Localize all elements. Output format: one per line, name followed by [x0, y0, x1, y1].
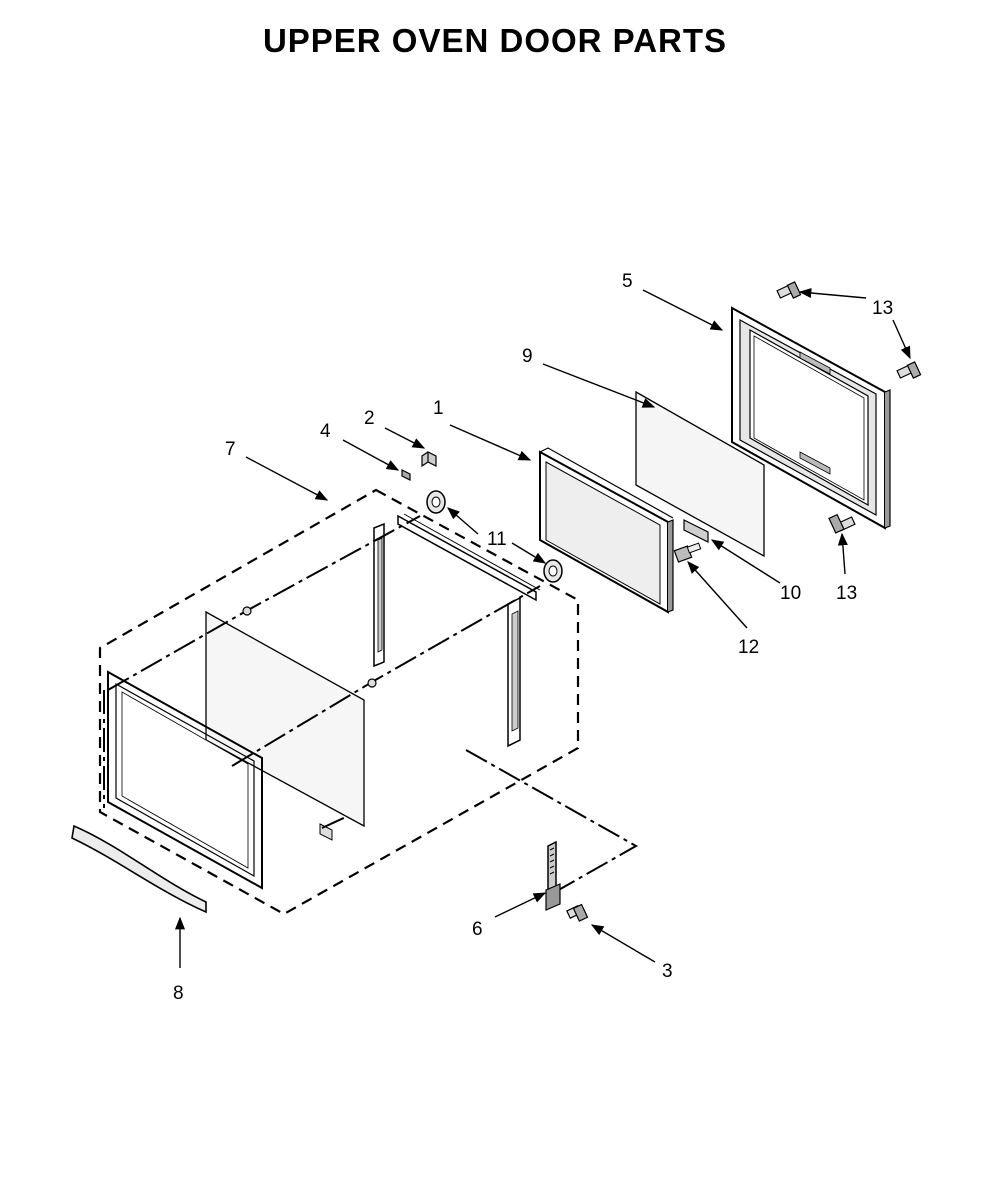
callout-3: 3	[662, 961, 673, 982]
callout-13-bottom: 13	[836, 583, 857, 604]
part-9-glass-panel	[635, 390, 765, 558]
washer-lower	[367, 678, 377, 688]
callout-7: 7	[225, 439, 236, 460]
callout-5: 5	[622, 271, 633, 292]
callout-2: 2	[364, 408, 375, 429]
part-11-ring-top	[426, 490, 446, 514]
part-4-clip	[401, 469, 411, 481]
part-5-outer-door-frame	[731, 306, 891, 530]
door-inner-glass	[205, 610, 365, 828]
part-1-inner-door-frame	[539, 447, 674, 614]
part-6-hinge	[545, 840, 561, 911]
part-11-ring-bottom	[543, 559, 563, 583]
part-8-bottom-trim	[71, 824, 207, 914]
part-10-bracket	[683, 519, 709, 543]
part-13-screw-bottom	[828, 513, 856, 534]
part-12-bumper	[673, 542, 702, 563]
door-top-channel	[397, 513, 541, 602]
diagram-title: UPPER OVEN DOOR PARTS	[262, 22, 728, 59]
callout-arrows	[174, 288, 911, 968]
callout-12: 12	[738, 637, 759, 658]
part-13-screw-top-right	[896, 361, 922, 379]
door-front-frame	[107, 670, 263, 890]
callout-1: 1	[433, 398, 444, 419]
part-7-door-assembly-outline	[98, 488, 580, 916]
door-right-rail	[507, 596, 521, 748]
callout-9: 9	[522, 346, 533, 367]
part-13-screw-top-left	[776, 281, 802, 299]
door-left-rail	[373, 522, 385, 668]
callout-13-top: 13	[872, 298, 893, 319]
callout-10: 10	[780, 583, 801, 604]
callout-4: 4	[320, 421, 331, 442]
washer-upper	[242, 606, 252, 616]
part-3-screw	[566, 903, 589, 922]
callout-8: 8	[173, 983, 184, 1004]
callout-11: 11	[487, 529, 507, 550]
callout-6: 6	[472, 919, 483, 940]
part-2-clip	[421, 451, 437, 468]
